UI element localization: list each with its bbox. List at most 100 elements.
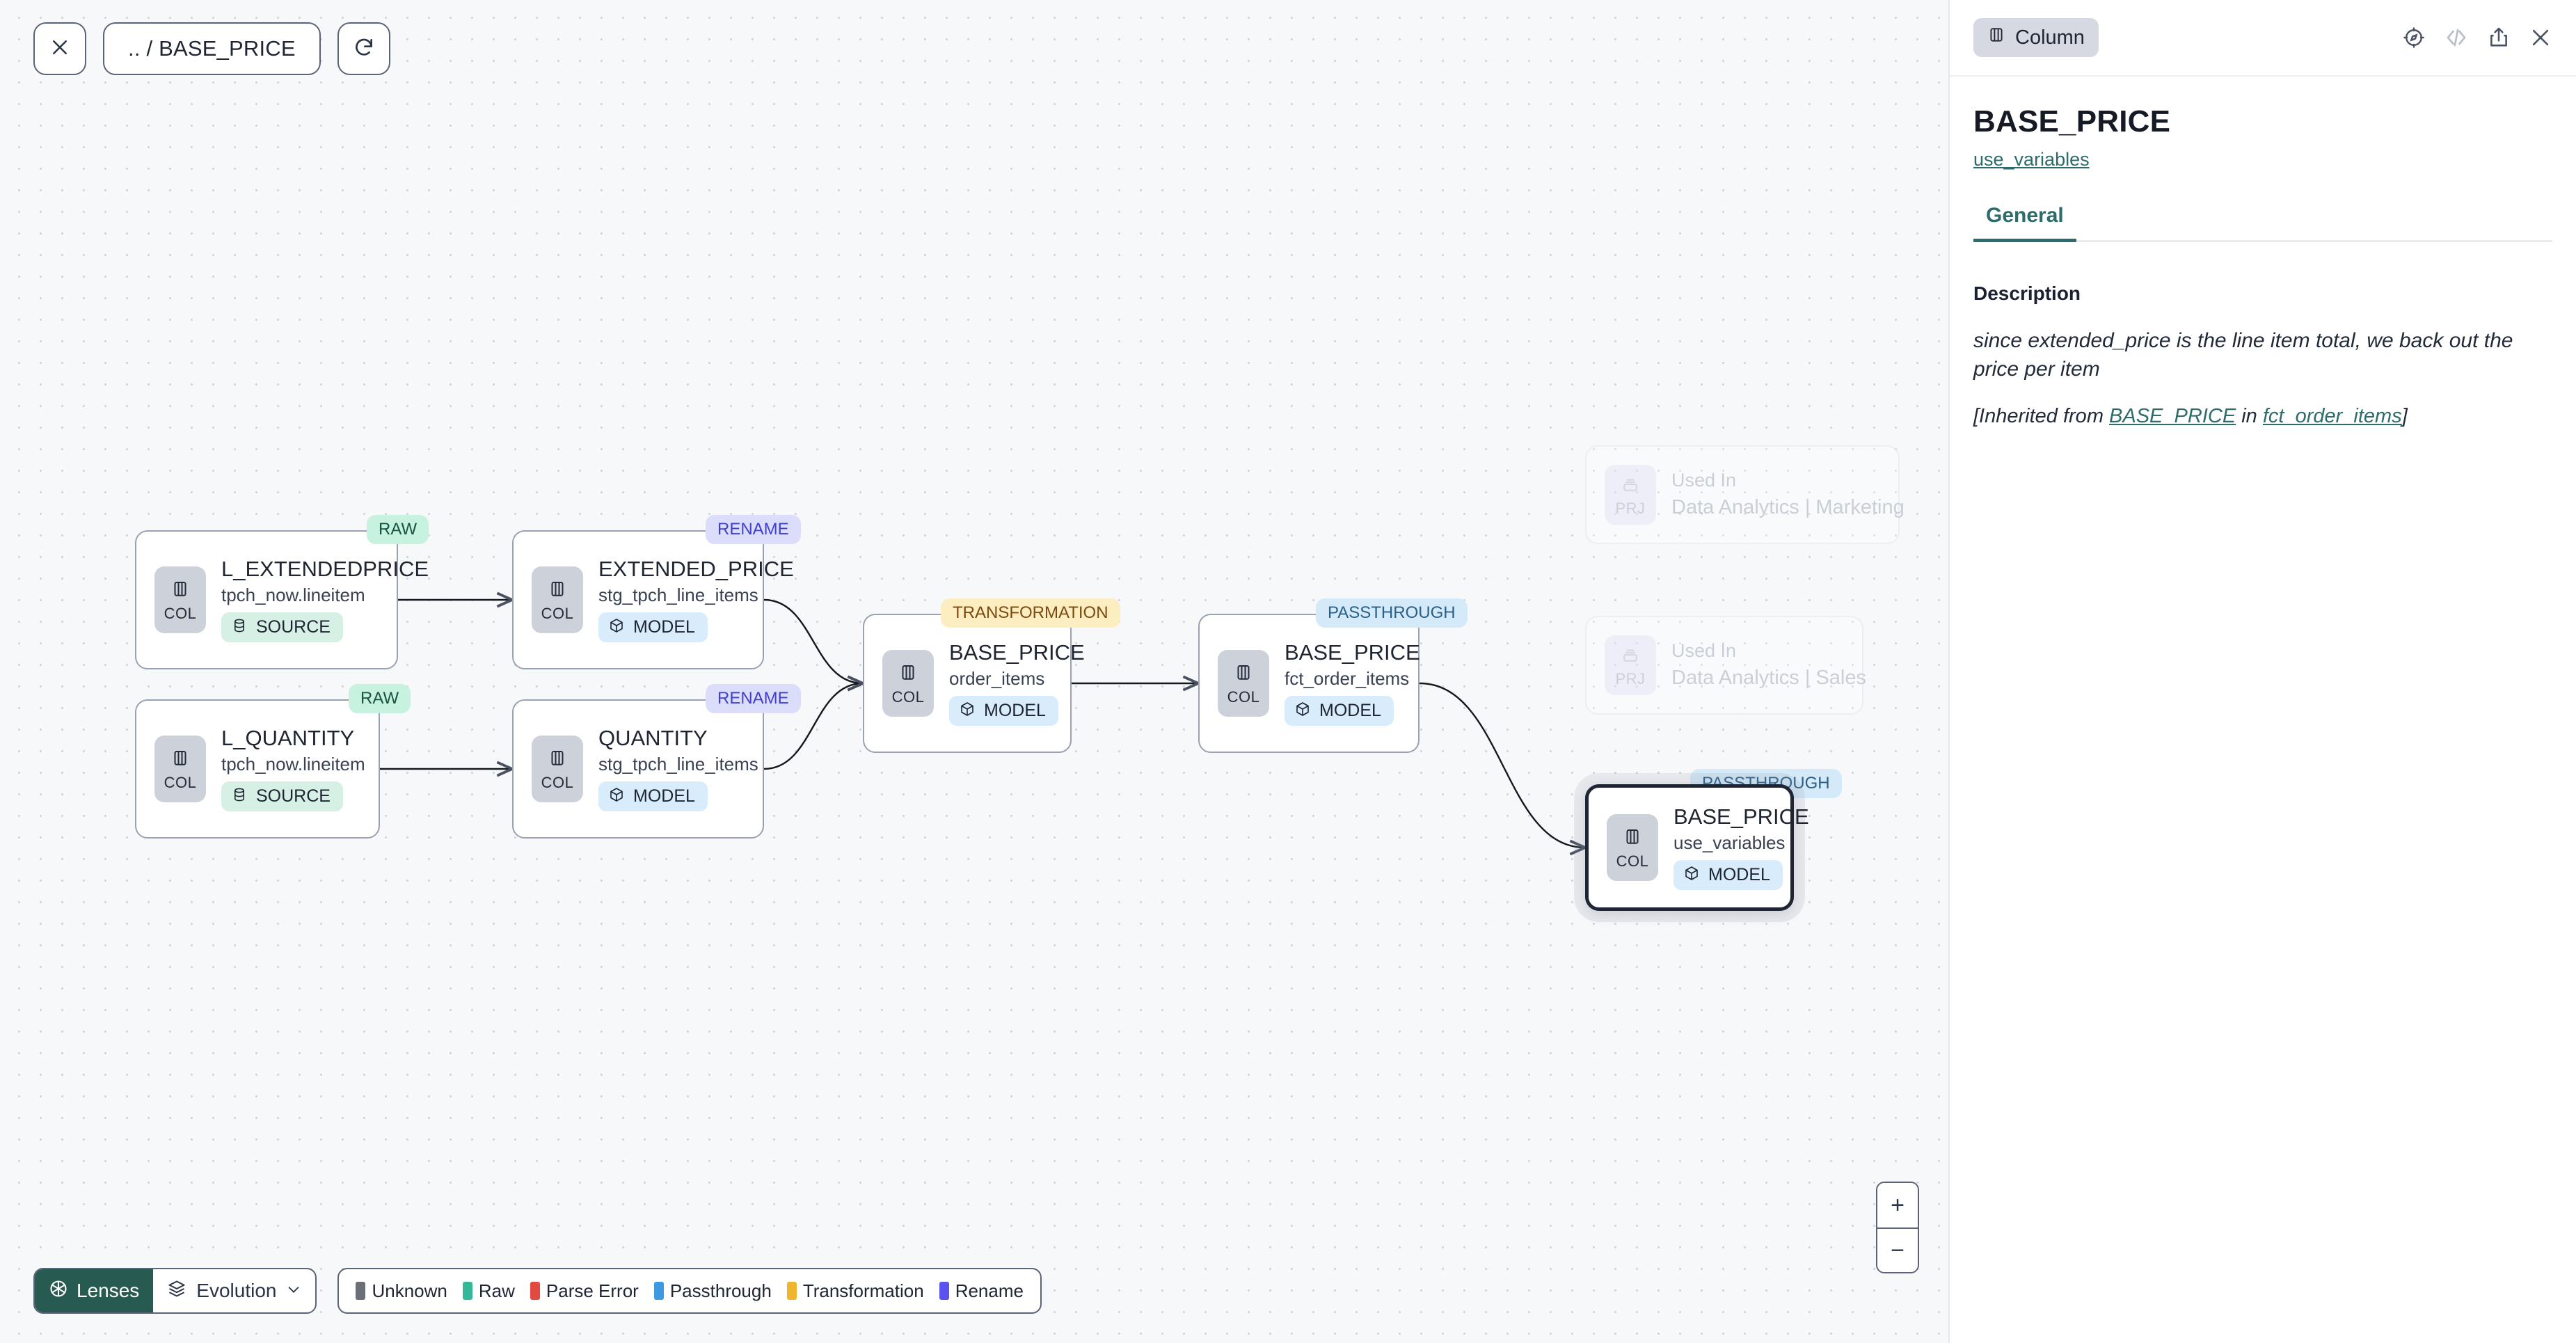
- legend-item[interactable]: Rename: [939, 1280, 1024, 1302]
- node-subtitle: order_items: [949, 667, 1045, 689]
- ghost-card-used-in-sales[interactable]: PRJ Used In Data Analytics | Sales: [1585, 616, 1866, 715]
- node-kind-label: MODEL: [633, 786, 695, 806]
- node-body: QUANTITY stg_tpch_line_items MODEL: [598, 726, 758, 812]
- aperture-icon: [49, 1279, 68, 1303]
- zoom-out-button[interactable]: −: [1877, 1227, 1918, 1272]
- ghost-card-used-in-marketing[interactable]: PRJ Used In Data Analytics | Marketing: [1585, 445, 1905, 544]
- panel-header-actions: [2402, 25, 2552, 50]
- entity-kind-pill[interactable]: Column: [1973, 18, 2099, 57]
- lineage-canvas[interactable]: .. / BASE_PRICE PRJ Used In Data Analyti…: [0, 0, 1948, 1343]
- inherited-model-link[interactable]: fct_order_items: [2262, 405, 2402, 427]
- share-icon[interactable]: [2487, 26, 2511, 49]
- evolution-dropdown[interactable]: Evolution: [153, 1269, 315, 1312]
- cube-icon: [1683, 865, 1700, 885]
- chevron-down-icon: [286, 1280, 301, 1302]
- column-icon: [547, 579, 568, 603]
- column-badge-label: COL: [1616, 852, 1649, 870]
- zoom-controls[interactable]: + −: [1876, 1182, 1919, 1273]
- legend-swatch: [653, 1282, 664, 1300]
- compass-icon[interactable]: [2402, 26, 2426, 49]
- inherited-column-link[interactable]: BASE_PRICE: [2109, 405, 2236, 427]
- legend-item[interactable]: Parse Error: [530, 1280, 639, 1302]
- panel-tabs: General: [1973, 204, 2552, 242]
- close-icon[interactable]: [2529, 26, 2552, 49]
- refresh-button[interactable]: [337, 22, 390, 75]
- node-kind-chip: SOURCE: [221, 612, 343, 643]
- project-icon: [1620, 644, 1641, 669]
- inherited-prefix: [Inherited from: [1973, 405, 2110, 427]
- node-subtitle: tpch_now.lineitem: [221, 753, 365, 774]
- node-status-tag: RAW: [367, 515, 429, 544]
- lineage-node-l_quantity[interactable]: COL L_QUANTITY tpch_now.lineitem SOURCE: [135, 699, 380, 839]
- database-icon: [231, 617, 248, 637]
- zoom-in-button[interactable]: +: [1877, 1183, 1918, 1227]
- node-kind-chip: MODEL: [1673, 860, 1783, 891]
- layers-icon: [167, 1279, 186, 1303]
- page-title: BASE_PRICE: [1973, 104, 2171, 138]
- lenses-label: Lenses: [77, 1280, 140, 1301]
- inherited-middle: in: [2236, 405, 2263, 427]
- column-icon: [898, 662, 919, 687]
- tab-general[interactable]: General: [1973, 204, 2076, 242]
- project-badge-label: PRJ: [1615, 669, 1646, 688]
- legend-item[interactable]: Unknown: [356, 1280, 447, 1302]
- node-body: BASE_PRICE fct_order_items MODEL: [1285, 640, 1420, 726]
- lenses-control[interactable]: Lenses Evolution: [33, 1268, 317, 1314]
- node-kind-chip: MODEL: [949, 696, 1058, 726]
- lineage-node-base_price_uv[interactable]: COL BASE_PRICE use_variables MODEL: [1585, 784, 1809, 911]
- legend-label: Passthrough: [669, 1280, 772, 1301]
- refresh-icon: [353, 36, 375, 62]
- lineage-node-base_price_fct[interactable]: COL BASE_PRICE fct_order_items MODEL: [1198, 614, 1420, 753]
- legend-item[interactable]: Passthrough: [653, 1280, 772, 1302]
- legend-item[interactable]: Raw: [462, 1280, 515, 1302]
- column-icon: [170, 579, 191, 603]
- node-title: L_EXTENDEDPRICE: [221, 556, 429, 581]
- column-badge-label: COL: [164, 604, 197, 622]
- description-label: Description: [1973, 283, 2081, 304]
- ghost-card-caption: Used In: [1671, 470, 1737, 491]
- column-badge-label: COL: [541, 773, 574, 791]
- project-type-badge: PRJ: [1605, 465, 1656, 525]
- column-type-badge: COL: [882, 650, 934, 717]
- close-button[interactable]: [33, 22, 86, 75]
- node-body: L_EXTENDEDPRICE tpch_now.lineitem SOURCE: [221, 557, 429, 643]
- column-type-badge: COL: [532, 566, 583, 633]
- breadcrumb-button[interactable]: .. / BASE_PRICE: [103, 22, 321, 75]
- lineage-node-quantity[interactable]: COL QUANTITY stg_tpch_line_items MODEL: [512, 699, 764, 839]
- legend-label: Raw: [478, 1280, 515, 1301]
- entity-kind-label: Column: [2015, 26, 2085, 49]
- node-kind-chip: MODEL: [598, 781, 708, 812]
- node-subtitle: tpch_now.lineitem: [221, 584, 365, 605]
- legend-swatch: [356, 1282, 366, 1300]
- column-badge-label: COL: [1227, 688, 1260, 706]
- lenses-button[interactable]: Lenses: [35, 1269, 154, 1312]
- node-kind-label: MODEL: [633, 617, 695, 637]
- node-subtitle: stg_tpch_line_items: [598, 584, 758, 605]
- column-type-badge: COL: [154, 566, 206, 633]
- canvas-toolbar: .. / BASE_PRICE: [33, 22, 390, 75]
- inherited-suffix: ]: [2401, 405, 2408, 427]
- code-icon[interactable]: [2444, 25, 2469, 50]
- lineage-node-extended_price[interactable]: COL EXTENDED_PRICE stg_tpch_line_items M…: [512, 530, 794, 669]
- node-body: L_QUANTITY tpch_now.lineitem SOURCE: [221, 726, 365, 812]
- details-panel: Column: [1948, 0, 2576, 1343]
- node-body: BASE_PRICE use_variables MODEL: [1673, 804, 1809, 891]
- node-kind-label: SOURCE: [256, 617, 331, 637]
- node-subtitle: stg_tpch_line_items: [598, 753, 758, 774]
- panel-content: BASE_PRICE use_variables General Descrip…: [1950, 77, 2576, 430]
- breadcrumb: .. / BASE_PRICE: [128, 36, 296, 61]
- bottom-toolbar: Lenses Evolution Unknown: [33, 1268, 1042, 1314]
- description-text: since extended_price is the line item to…: [1973, 329, 2513, 381]
- parent-model-link[interactable]: use_variables: [1973, 149, 2090, 170]
- lineage-node-base_price_oi[interactable]: COL BASE_PRICE order_items MODEL: [863, 614, 1085, 753]
- node-kind-chip: SOURCE: [221, 781, 343, 812]
- node-body: EXTENDED_PRICE stg_tpch_line_items MODEL: [598, 557, 794, 643]
- cube-icon: [608, 786, 625, 806]
- lineage-node-l_extendedprice[interactable]: COL L_EXTENDEDPRICE tpch_now.lineitem SO…: [135, 530, 429, 669]
- node-body: BASE_PRICE order_items MODEL: [949, 640, 1085, 726]
- column-type-badge: COL: [154, 736, 206, 802]
- inherited-note: [Inherited from BASE_PRICE in fct_order_…: [1973, 403, 2552, 430]
- cube-icon: [608, 617, 625, 637]
- legend-item[interactable]: Transformation: [786, 1280, 924, 1302]
- project-type-badge: PRJ: [1605, 635, 1656, 695]
